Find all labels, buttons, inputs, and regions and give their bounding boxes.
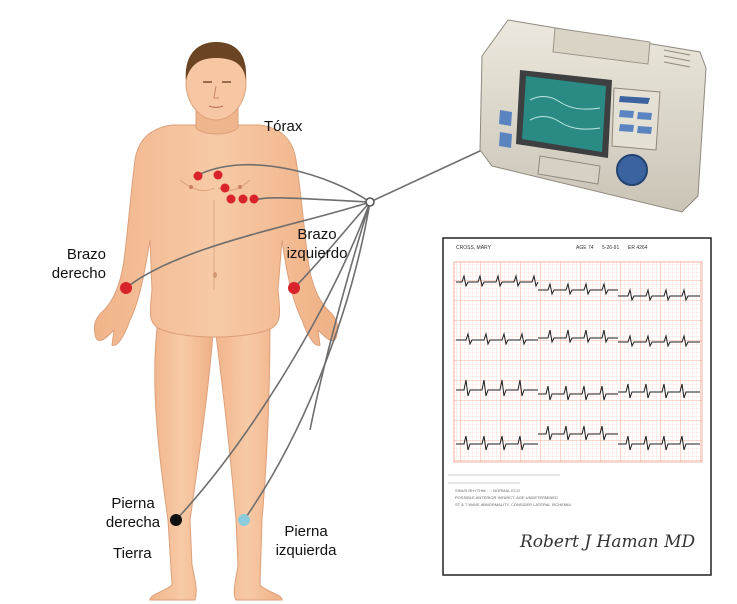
label-brazo-izquierdo-line2: izquierdo: [286, 245, 348, 262]
label-brazo-derecho-line1: Brazo: [66, 246, 106, 263]
label-brazo-izquierdo-line1: Brazo: [297, 226, 337, 243]
label-pierna-derecha: Pierna derecha: [98, 494, 168, 532]
chest-electrodes: [193, 170, 259, 204]
label-pierna-izquierda-line2: izquierda: [275, 542, 337, 559]
left-leg-electrode: [238, 514, 250, 526]
label-brazo-izquierdo: Brazo izquierdo: [276, 225, 358, 263]
label-pierna-izquierda: Pierna izquierda: [262, 522, 350, 560]
ecg-patient-name: CROSS, MARY: [456, 245, 491, 251]
label-torax: Tórax: [264, 118, 303, 135]
human-body: [93, 42, 339, 601]
ecg-date: 5-26-91: [602, 245, 620, 251]
ecg-cables: [125, 149, 483, 521]
label-pierna-izquierda-line1: Pierna: [284, 523, 328, 540]
ecg-age: AGE 74: [576, 245, 594, 251]
ecg-signature: Robert J Haman MD: [520, 532, 696, 552]
right-leg-electrode: [170, 514, 182, 526]
label-brazo-derecho: Brazo derecho: [40, 245, 106, 283]
ecg-record-no: ER 4264: [628, 245, 648, 251]
label-pierna-derecha-line1: Pierna: [111, 495, 155, 512]
ecg-machine: [479, 19, 707, 213]
ecg-note-1: SINUS RHYTHM . . . NORMAL ECG: [455, 488, 520, 493]
label-brazo-derecho-line2: derecho: [51, 265, 106, 282]
label-tierra: Tierra: [113, 545, 152, 562]
ecg-printout: [442, 237, 712, 576]
label-pierna-derecha-line2: derecha: [105, 514, 161, 531]
right-arm-electrode: [120, 282, 132, 294]
ecg-note-3: ST & T WAVE ABNORMALITY, CONSIDER LATERA…: [455, 502, 571, 507]
ecg-note-2: POSSIBLE ANTERIOR INFARCT, AGE UNDETERMI…: [455, 495, 558, 500]
left-arm-electrode: [288, 282, 300, 294]
